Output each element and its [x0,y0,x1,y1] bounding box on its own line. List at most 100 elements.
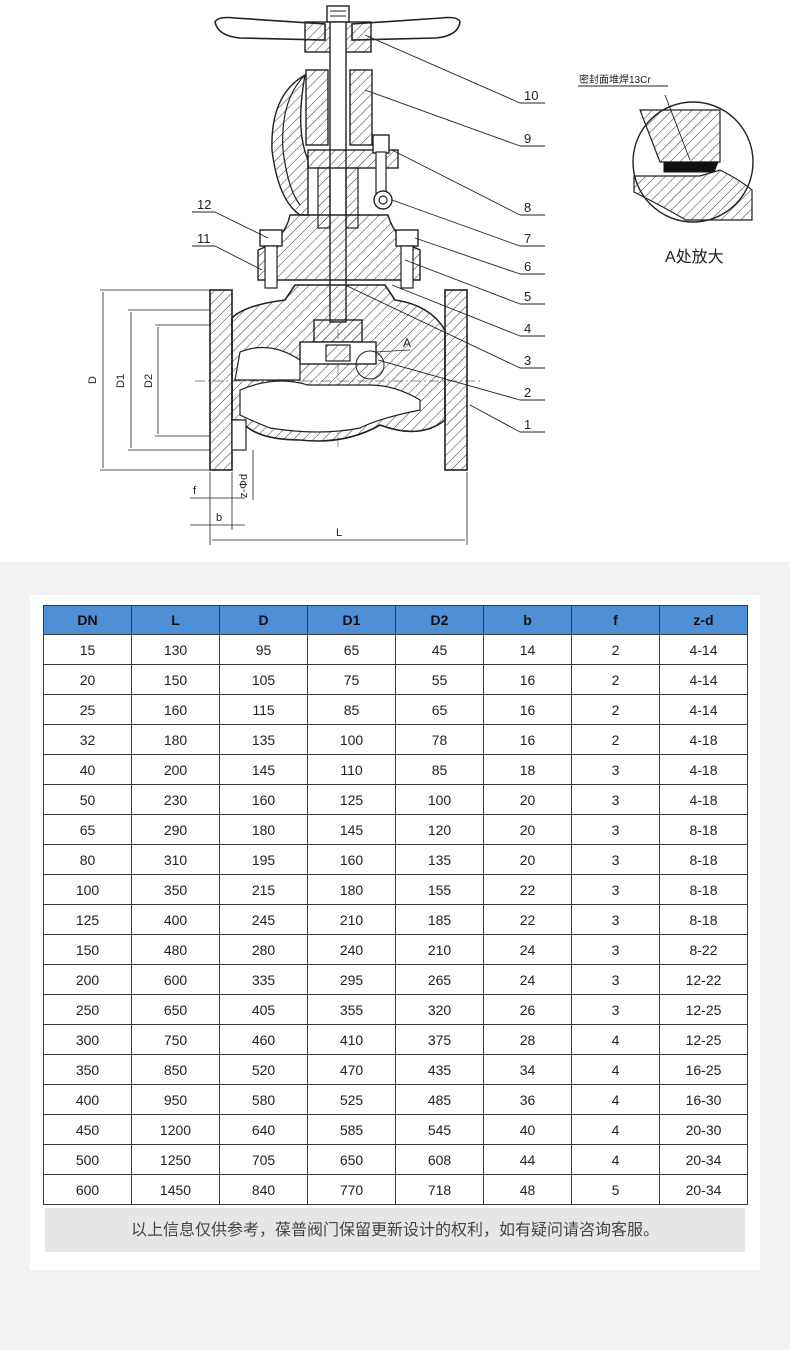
table-cell: 55 [395,664,484,695]
table-cell: 48 [483,1174,572,1205]
table-cell: 210 [307,904,396,935]
table-cell: 160 [131,694,220,725]
table-cell: 135 [395,844,484,875]
table-cell: 4 [571,1084,660,1115]
table-cell: 16-25 [659,1054,748,1085]
table-cell: 4 [571,1054,660,1085]
table-cell: 600 [43,1174,132,1205]
part-label-11: 11 [197,231,211,246]
table-cell: 25 [43,694,132,725]
table-cell: 650 [307,1144,396,1175]
valve-section-diagram: A 10 9 8 7 6 5 4 3 2 1 [87,5,754,545]
table-cell: 4-18 [659,724,748,755]
table-cell: 100 [307,724,396,755]
table-cell: 22 [483,874,572,905]
table-cell: 705 [219,1144,308,1175]
table-cell: 150 [43,934,132,965]
table-cell: 3 [571,814,660,845]
table-cell: 65 [307,634,396,665]
table-cell: 160 [307,844,396,875]
detail-a-leader [374,349,411,353]
table-cell: 650 [131,994,220,1025]
detail-note: 密封面堆焊13Cr [579,73,651,86]
table-cell: 280 [219,934,308,965]
table-cell: 12-25 [659,994,748,1025]
table-cell: 20 [483,814,572,845]
table-cell: 20-30 [659,1114,748,1145]
part-label-12: 12 [197,197,211,212]
table-cell: 335 [219,964,308,995]
table-cell: 15 [43,634,132,665]
table-cell: 65 [43,814,132,845]
table-cell: 4 [571,1024,660,1055]
table-cell: 34 [483,1054,572,1085]
table-cell: 375 [395,1024,484,1055]
table-cell: 12-22 [659,964,748,995]
table-cell: 20-34 [659,1174,748,1205]
table-cell: 8-22 [659,934,748,965]
table-cell: 1200 [131,1114,220,1145]
part-label-5: 5 [524,289,531,304]
column-header: D [219,605,308,635]
dim-b-label: b [216,512,222,524]
table-cell: 16 [483,694,572,725]
table-cell: 36 [483,1084,572,1115]
dim-d2-label: D2 [143,374,155,388]
table-cell: 718 [395,1174,484,1205]
table-cell: 350 [43,1054,132,1085]
part-label-6: 6 [524,259,531,274]
table-cell: 1250 [131,1144,220,1175]
table-cell: 44 [483,1144,572,1175]
table-cell: 4-14 [659,694,748,725]
column-header: b [483,605,572,635]
dim-zd-label: z-Φd [238,474,250,498]
part-label-3: 3 [524,353,531,368]
table-cell: 200 [131,754,220,785]
table-cell: 85 [395,754,484,785]
table-cell: 500 [43,1144,132,1175]
table-cell: 155 [395,874,484,905]
column-header: L [131,605,220,635]
table-cell: 100 [395,784,484,815]
dim-l-label: L [336,527,342,539]
table-cell: 320 [395,994,484,1025]
table-cell: 26 [483,994,572,1025]
table-cell: 485 [395,1084,484,1115]
table-cell: 24 [483,934,572,965]
table-cell: 8-18 [659,814,748,845]
table-cell: 640 [219,1114,308,1145]
table-cell: 20 [43,664,132,695]
table-cell: 78 [395,724,484,755]
table-cell: 85 [307,694,396,725]
table-cell: 350 [131,874,220,905]
table-cell: 16 [483,664,572,695]
part-label-7: 7 [524,231,531,246]
table-cell: 130 [131,634,220,665]
table-cell: 240 [307,934,396,965]
detail-a-marker: A [403,336,411,350]
part-label-9: 9 [524,131,531,146]
part-numbers: 10 9 8 7 6 5 4 3 2 1 11 12 [197,88,538,432]
table-cell: 2 [571,664,660,695]
table-cell: 410 [307,1024,396,1055]
table-cell: 230 [131,784,220,815]
table-cell: 3 [571,994,660,1025]
disclaimer-note: 以上信息仅供参考，葆普阀门保留更新设计的权利，如有疑问请咨询客服。 [45,1208,745,1252]
table-cell: 3 [571,964,660,995]
table-cell: 770 [307,1174,396,1205]
table-cell: 245 [219,904,308,935]
